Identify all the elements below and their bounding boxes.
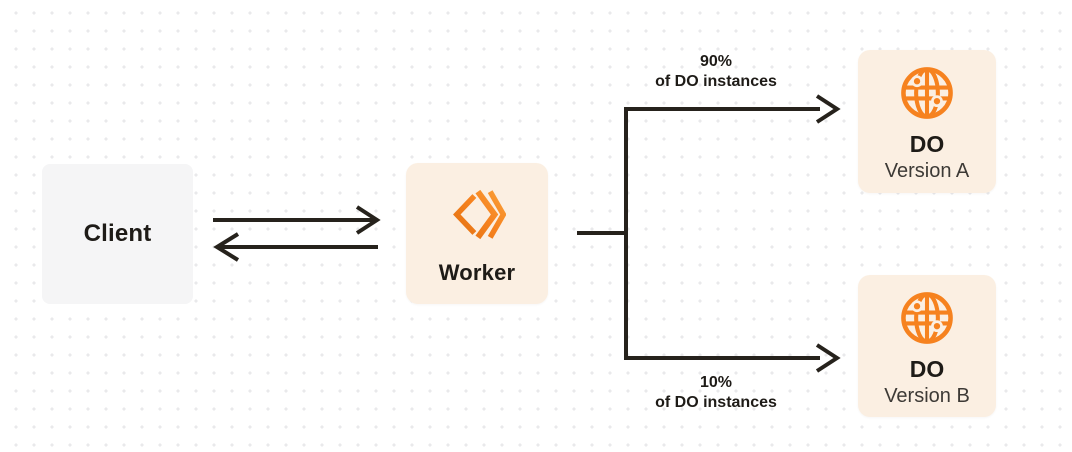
route-b-arrow [624, 343, 841, 373]
route-a-arrow [624, 94, 841, 124]
route-b-caption: of DO instances [655, 394, 777, 411]
route-b-label: 10% of DO instances [616, 373, 816, 413]
client-node: Client [42, 164, 193, 304]
route-a-label: 90% of DO instances [616, 52, 816, 92]
do-version-a-node: DO Version A [858, 50, 996, 193]
route-a-caption: of DO instances [655, 73, 777, 90]
cloudflare-workers-logo-icon [453, 189, 506, 240]
client-to-worker-arrow [213, 205, 381, 235]
route-split-line [577, 107, 628, 360]
do-b-subtitle: Version B [884, 385, 970, 407]
do-version-b-node: DO Version B [858, 275, 996, 417]
worker-to-client-arrow [213, 232, 378, 262]
do-a-subtitle: Version A [884, 160, 970, 182]
worker-node: Worker [406, 163, 548, 304]
do-b-title: DO [909, 356, 945, 382]
route-a-percent: 90% [699, 53, 733, 70]
globe-icon [901, 67, 953, 119]
worker-label: Worker [438, 260, 516, 285]
client-label: Client [83, 220, 152, 247]
do-a-title: DO [909, 131, 945, 157]
globe-icon [901, 292, 953, 344]
route-b-percent: 10% [699, 374, 733, 391]
